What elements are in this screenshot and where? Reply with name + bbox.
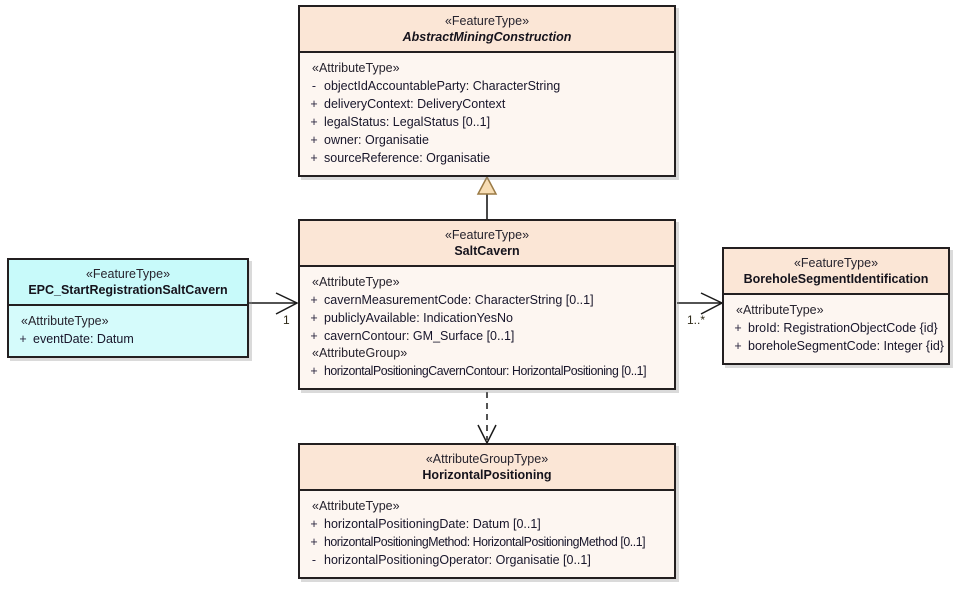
- visibility-marker: -: [311, 79, 317, 93]
- visibility-marker: +: [310, 311, 318, 325]
- class-body-epc-startregistrationsaltcavern: «AttributeType» + eventDate: Datum: [9, 306, 247, 356]
- attribute-group-label: «AttributeGroup»: [312, 346, 408, 360]
- attribute-signature: cavernMeasurementCode: CharacterString […: [324, 293, 594, 307]
- visibility-marker: +: [310, 293, 318, 307]
- attribute-group-label: «AttributeType»: [312, 275, 400, 289]
- attribute-signature: eventDate: Datum: [33, 332, 134, 346]
- attribute-row[interactable]: + cavernContour: GM_Surface [0..1]: [304, 327, 670, 345]
- class-name: HorizontalPositioning: [422, 468, 552, 482]
- visibility-marker: +: [310, 517, 318, 531]
- class-box-boreholesegmentidentification[interactable]: «FeatureType» BoreholeSegmentIdentificat…: [722, 247, 950, 365]
- attribute-row[interactable]: + broId: RegistrationObjectCode {id}: [728, 319, 944, 337]
- visibility-marker: +: [310, 329, 318, 343]
- attribute-signature: sourceReference: Organisatie: [324, 151, 491, 165]
- attribute-signature: publiclyAvailable: IndicationYesNo: [324, 311, 514, 325]
- class-header-horizontalpositioning: «AttributeGroupType» HorizontalPositioni…: [300, 445, 674, 491]
- visibility-marker: +: [734, 321, 742, 335]
- class-stereotype: «FeatureType»: [444, 14, 530, 28]
- class-box-horizontalpositioning[interactable]: «AttributeGroupType» HorizontalPositioni…: [298, 443, 676, 579]
- attribute-signature: objectIdAccountableParty: CharacterStrin…: [324, 79, 561, 93]
- class-stereotype: «AttributeGroupType»: [425, 452, 549, 466]
- visibility-marker: +: [310, 115, 318, 129]
- attribute-row[interactable]: + deliveryContext: DeliveryContext: [304, 95, 670, 113]
- visibility-marker: +: [19, 332, 27, 346]
- attribute-signature: cavernContour: GM_Surface [0..1]: [324, 329, 515, 343]
- class-stereotype: «FeatureType»: [793, 256, 879, 270]
- attribute-row[interactable]: - horizontalPositioningOperator: Organis…: [304, 551, 670, 569]
- multiplicity-label-saltcavern-to-borehole: 1..*: [687, 313, 706, 327]
- attribute-signature: horizontalPositioningOperator: Organisat…: [324, 553, 591, 567]
- connector-association-saltcavern-to-boreholesegmentidentification[interactable]: [677, 292, 724, 315]
- class-header-boreholesegmentidentification: «FeatureType» BoreholeSegmentIdentificat…: [724, 249, 948, 295]
- attribute-signature: broId: RegistrationObjectCode {id}: [748, 321, 938, 335]
- attribute-signature: deliveryContext: DeliveryContext: [324, 97, 506, 111]
- visibility-marker: +: [310, 364, 318, 378]
- attribute-signature: horizontalPositioningMethod: HorizontalP…: [324, 535, 646, 549]
- class-name: BoreholeSegmentIdentification: [743, 272, 929, 286]
- class-header-abstractminingconstruction: «FeatureType» AbstractMiningConstruction: [300, 7, 674, 53]
- class-name: AbstractMiningConstruction: [402, 30, 572, 44]
- attribute-row[interactable]: + owner: Organisatie: [304, 131, 670, 149]
- class-box-saltcavern[interactable]: «FeatureType» SaltCavern «AttributeType»…: [298, 219, 676, 390]
- attribute-row[interactable]: + horizontalPositioningMethod: Horizonta…: [304, 533, 670, 551]
- class-name: EPC_StartRegistrationSaltCavern: [28, 283, 228, 297]
- attribute-row[interactable]: + horizontalPositioningDate: Datum [0..1…: [304, 515, 670, 533]
- visibility-marker: +: [310, 133, 318, 147]
- attribute-row[interactable]: + horizontalPositioningCavernContour: Ho…: [304, 362, 670, 380]
- class-header-saltcavern: «FeatureType» SaltCavern: [300, 221, 674, 267]
- attribute-row[interactable]: + sourceReference: Organisatie: [304, 149, 670, 167]
- connector-generalization-saltcavern-to-abstractminingconstruction[interactable]: [476, 175, 498, 219]
- class-box-epc-startregistrationsaltcavern[interactable]: «FeatureType» EPC_StartRegistrationSaltC…: [7, 258, 249, 358]
- attribute-row[interactable]: + cavernMeasurementCode: CharacterString…: [304, 291, 670, 309]
- class-stereotype: «FeatureType»: [85, 267, 171, 281]
- attribute-signature: owner: Organisatie: [324, 133, 429, 147]
- class-name: SaltCavern: [454, 244, 520, 258]
- attribute-row[interactable]: + eventDate: Datum: [13, 330, 243, 348]
- class-box-abstractminingconstruction[interactable]: «FeatureType» AbstractMiningConstruction…: [298, 5, 676, 177]
- visibility-marker: +: [310, 97, 318, 111]
- attribute-group-label: «AttributeType»: [21, 314, 109, 328]
- attribute-group-label: «AttributeType»: [736, 303, 824, 317]
- attribute-signature: horizontalPositioningDate: Datum [0..1]: [324, 517, 541, 531]
- attribute-row[interactable]: + legalStatus: LegalStatus [0..1]: [304, 113, 670, 131]
- class-stereotype: «FeatureType»: [444, 228, 530, 242]
- attribute-group-label: «AttributeType»: [312, 61, 400, 75]
- attribute-group-label: «AttributeType»: [312, 499, 400, 513]
- class-body-saltcavern: «AttributeType» + cavernMeasurementCode:…: [300, 267, 674, 388]
- visibility-marker: +: [310, 535, 318, 549]
- attribute-row[interactable]: - objectIdAccountableParty: CharacterStr…: [304, 77, 670, 95]
- multiplicity-label-epc-to-saltcavern: 1: [283, 313, 290, 327]
- class-body-abstractminingconstruction: «AttributeType» - objectIdAccountablePar…: [300, 53, 674, 175]
- class-body-horizontalpositioning: «AttributeType» + horizontalPositioningD…: [300, 491, 674, 577]
- attribute-signature: horizontalPositioningCavernContour: Hori…: [324, 364, 647, 378]
- attribute-signature: legalStatus: LegalStatus [0..1]: [324, 115, 491, 129]
- attribute-signature: boreholeSegmentCode: Integer {id}: [748, 339, 944, 353]
- class-header-epc-startregistrationsaltcavern: «FeatureType» EPC_StartRegistrationSaltC…: [9, 260, 247, 306]
- attribute-row[interactable]: + boreholeSegmentCode: Integer {id}: [728, 337, 944, 355]
- visibility-marker: +: [310, 151, 318, 165]
- connector-association-epc-to-saltcavern[interactable]: [249, 292, 299, 315]
- visibility-marker: -: [311, 553, 317, 567]
- class-body-boreholesegmentidentification: «AttributeType» + broId: RegistrationObj…: [724, 295, 948, 363]
- visibility-marker: +: [734, 339, 742, 353]
- attribute-row[interactable]: + publiclyAvailable: IndicationYesNo: [304, 309, 670, 327]
- connector-dependency-saltcavern-to-horizontalpositioning[interactable]: [477, 392, 497, 445]
